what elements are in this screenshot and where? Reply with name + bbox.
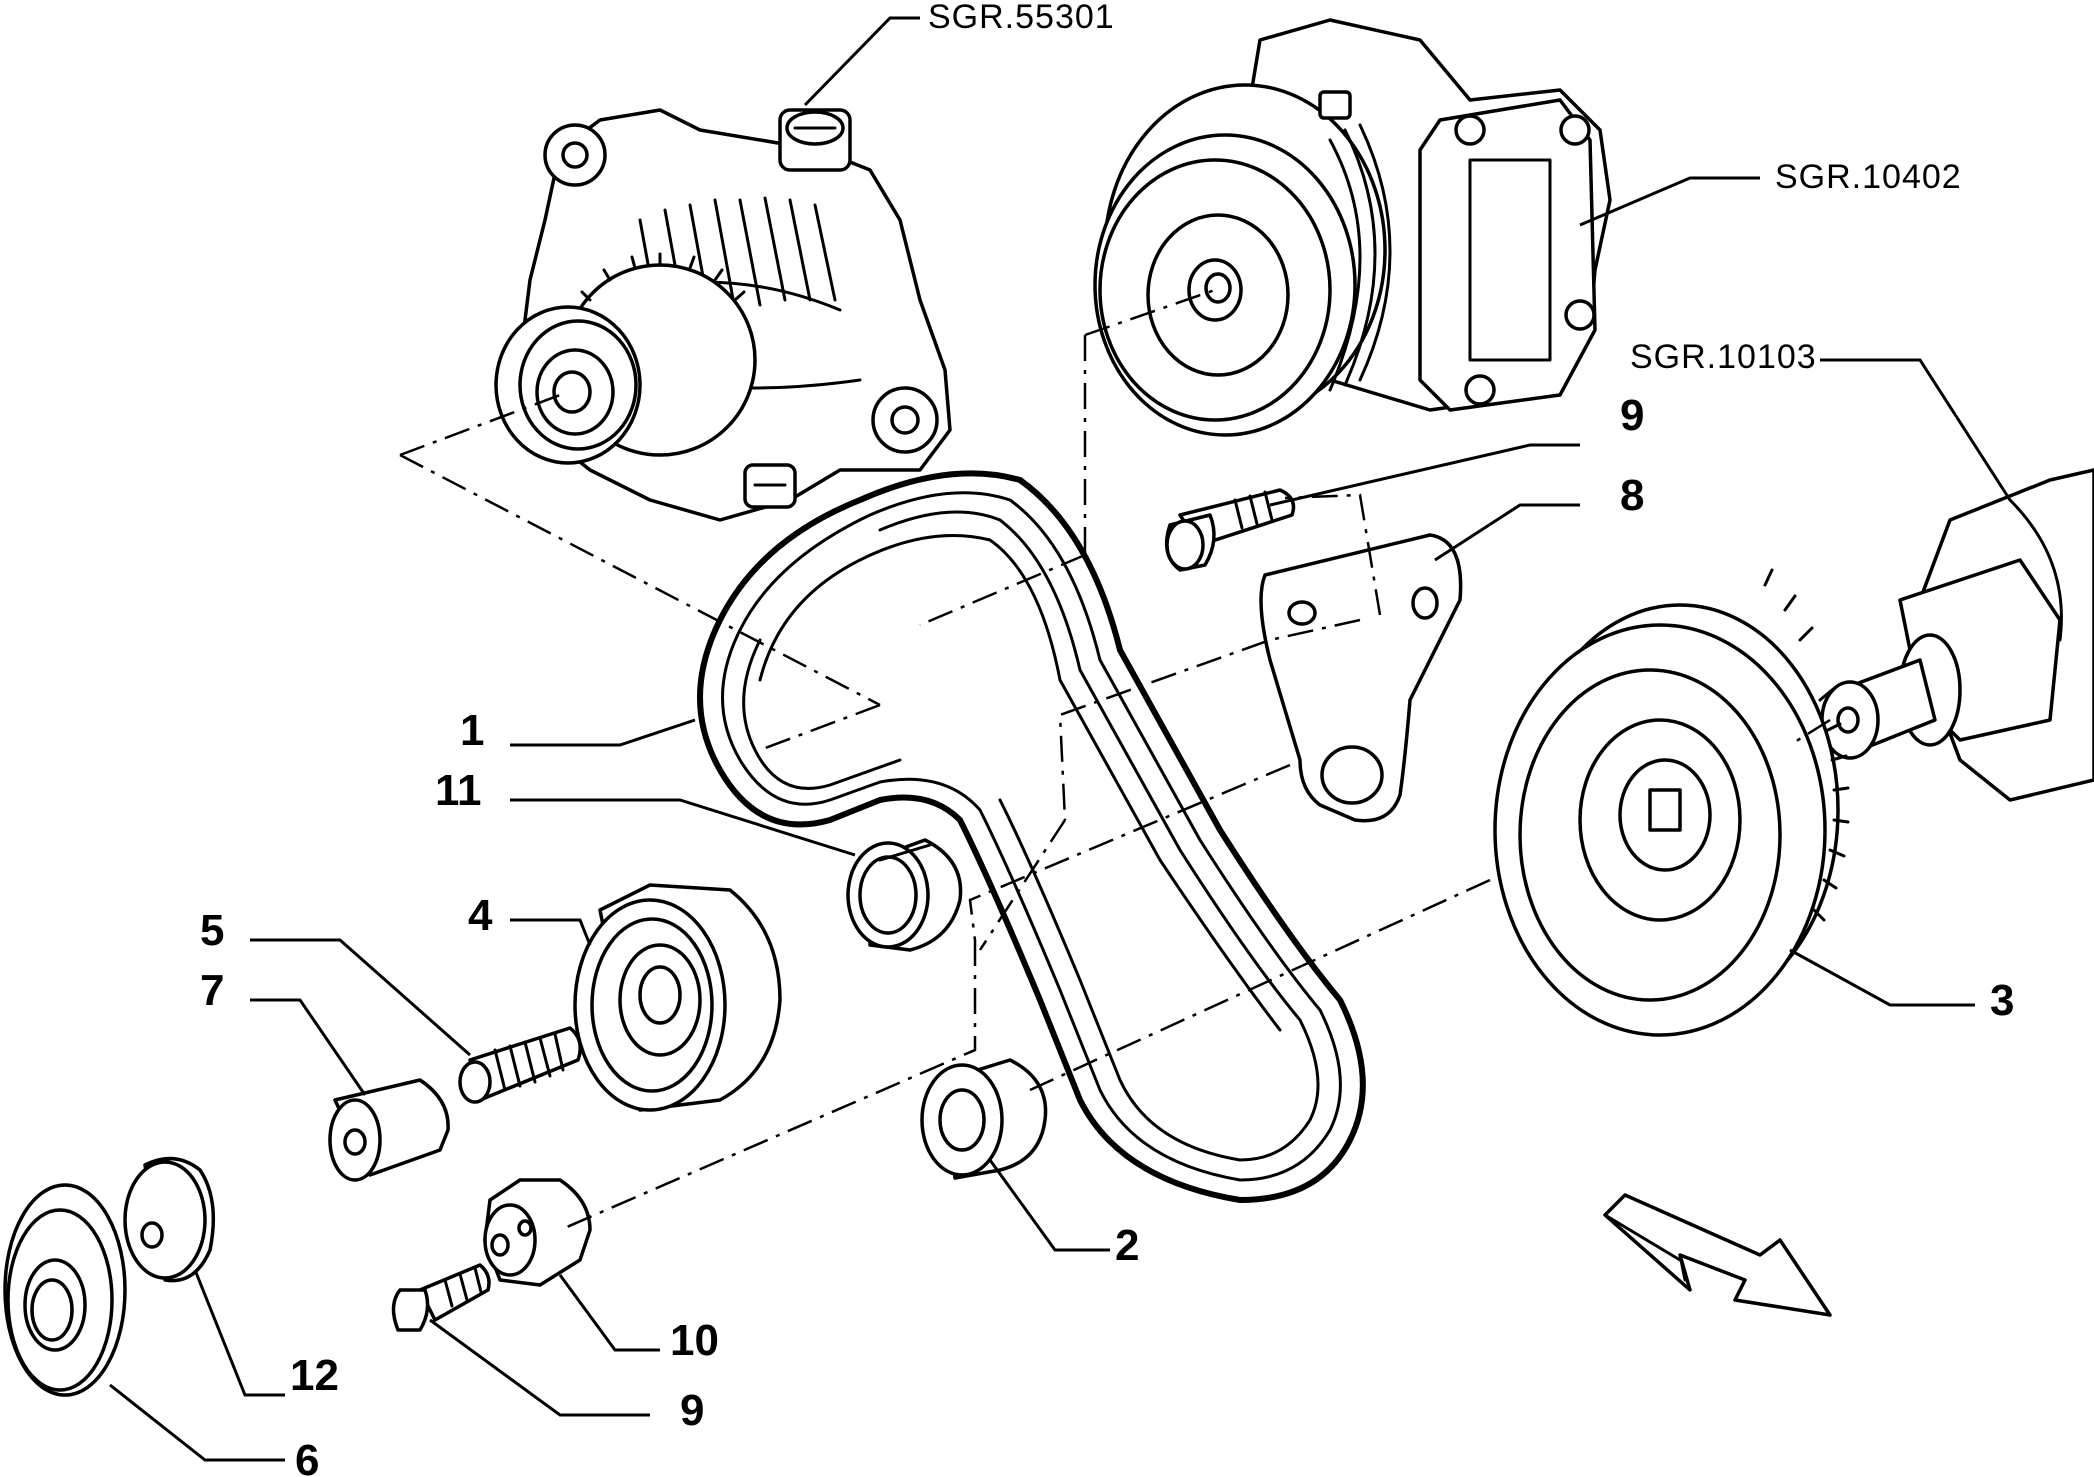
ref-alternator: SGR.55301 (928, 0, 1115, 36)
pulley-cover (3, 1183, 127, 1397)
idler-pulley-small (920, 1058, 1048, 1180)
direction-arrow-icon (1603, 1193, 1832, 1317)
tensioner-bracket (483, 1178, 592, 1287)
alternator-icon (494, 108, 952, 522)
callout-pulley-cover: 6 (295, 1436, 319, 1477)
cap (123, 1156, 216, 1283)
idler-pulley (846, 838, 963, 952)
stud (458, 1026, 582, 1104)
ref-crankshaft: SGR.10103 (1630, 338, 1817, 376)
ref-power-steering-pump: SGR.10402 (1775, 158, 1962, 196)
reference-labels: SGR.55301 SGR.10402 SGR.10103 (928, 0, 1962, 376)
callout-labels: 1 11 4 5 7 9 8 3 2 10 12 9 6 (200, 391, 2014, 1477)
callout-nut: 7 (200, 966, 224, 1015)
callout-lower-bolt: 9 (680, 1386, 704, 1435)
callout-belt: 1 (460, 706, 484, 755)
callout-crankshaft-pulley: 3 (1990, 976, 2014, 1025)
callout-bracket-bolt: 9 (1620, 391, 1644, 440)
callout-tensioner-pulley: 4 (468, 891, 493, 940)
bracket-bolt (1164, 488, 1296, 572)
crankshaft-pulley (1493, 568, 1850, 1037)
bracket (1259, 533, 1463, 823)
crankshaft-icon (1820, 468, 2094, 802)
tensioner-pulley (573, 883, 782, 1112)
callout-idler-pulley: 11 (435, 766, 482, 815)
leader-lines (109, 16, 2012, 1462)
callout-stud: 5 (200, 906, 224, 955)
callout-idler-pulley-small: 2 (1115, 1221, 1139, 1270)
callout-tensioner-bracket: 10 (670, 1316, 719, 1365)
callout-bracket: 8 (1620, 471, 1644, 520)
pump-icon (1093, 18, 1612, 437)
nut (328, 1078, 450, 1182)
lower-bolt (391, 1263, 491, 1332)
center-lines (399, 288, 1831, 1232)
belt-icon (697, 470, 1366, 1203)
callout-cap: 12 (290, 1351, 339, 1400)
